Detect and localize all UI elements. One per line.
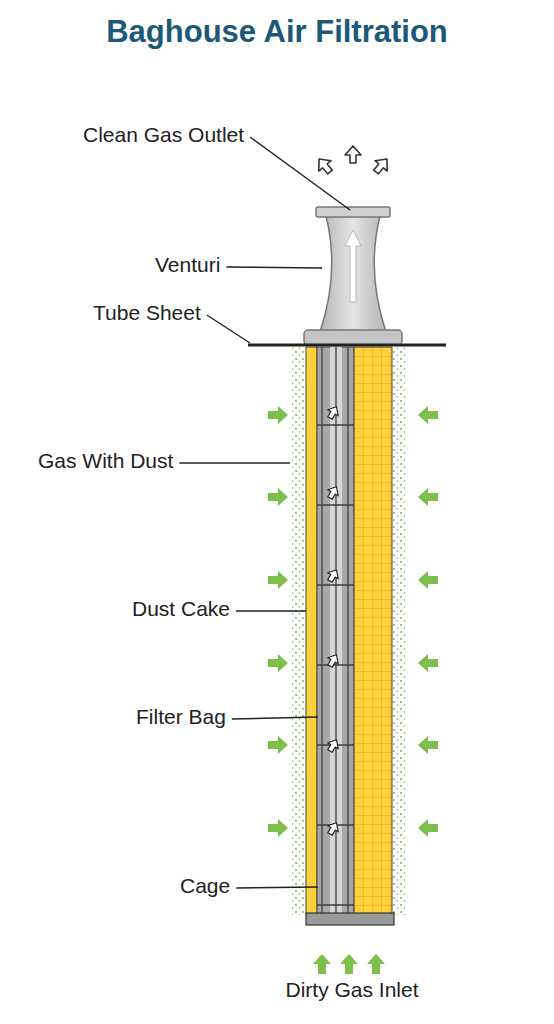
part-label: Tube Sheet [93,301,201,325]
label-holder: Filter Bag [136,705,226,729]
clean-gas-arrows [313,146,393,177]
venturi [320,216,386,332]
leader-line [232,717,318,719]
part-label: Venturi [155,253,220,277]
bag-bottom-cap [306,913,394,925]
label-holder: Cage [180,874,230,898]
leader-line [179,462,290,463]
leader-line [250,137,350,210]
part-label: Dirty Gas Inlet [285,978,418,1002]
leader-line [236,610,306,611]
label-holder: Tube Sheet [93,301,201,325]
dust-particles [292,347,306,915]
label-holder: Dust Cake [132,597,230,621]
diagram-title: Baghouse Air Filtration [106,14,448,50]
leader-line [236,887,318,888]
label-holder: Dirty Gas Inlet [285,978,418,1002]
part-label: Filter Bag [136,705,226,729]
venturi-base [304,330,402,345]
filter-bag [354,347,392,915]
part-label: Dust Cake [132,597,230,621]
label-holder: Venturi [155,253,220,277]
cage [317,347,354,915]
leader-line [226,267,322,268]
part-label: Gas With Dust [38,449,173,473]
part-label: Clean Gas Outlet [83,123,244,147]
dust-particles [392,347,406,915]
dust-cake [306,347,317,915]
flow-arrow [345,230,361,302]
title-holder: Baghouse Air Filtration [106,14,448,50]
label-holder: Clean Gas Outlet [83,123,244,147]
part-label: Cage [180,874,230,898]
venturi-flange [316,207,390,217]
dirty-gas-arrows [268,406,438,974]
inner-flow-arrows [325,404,342,837]
tube-sheet [248,344,446,347]
leader-line [207,315,250,343]
cage-wires [317,347,354,913]
label-holder: Gas With Dust [38,449,173,473]
